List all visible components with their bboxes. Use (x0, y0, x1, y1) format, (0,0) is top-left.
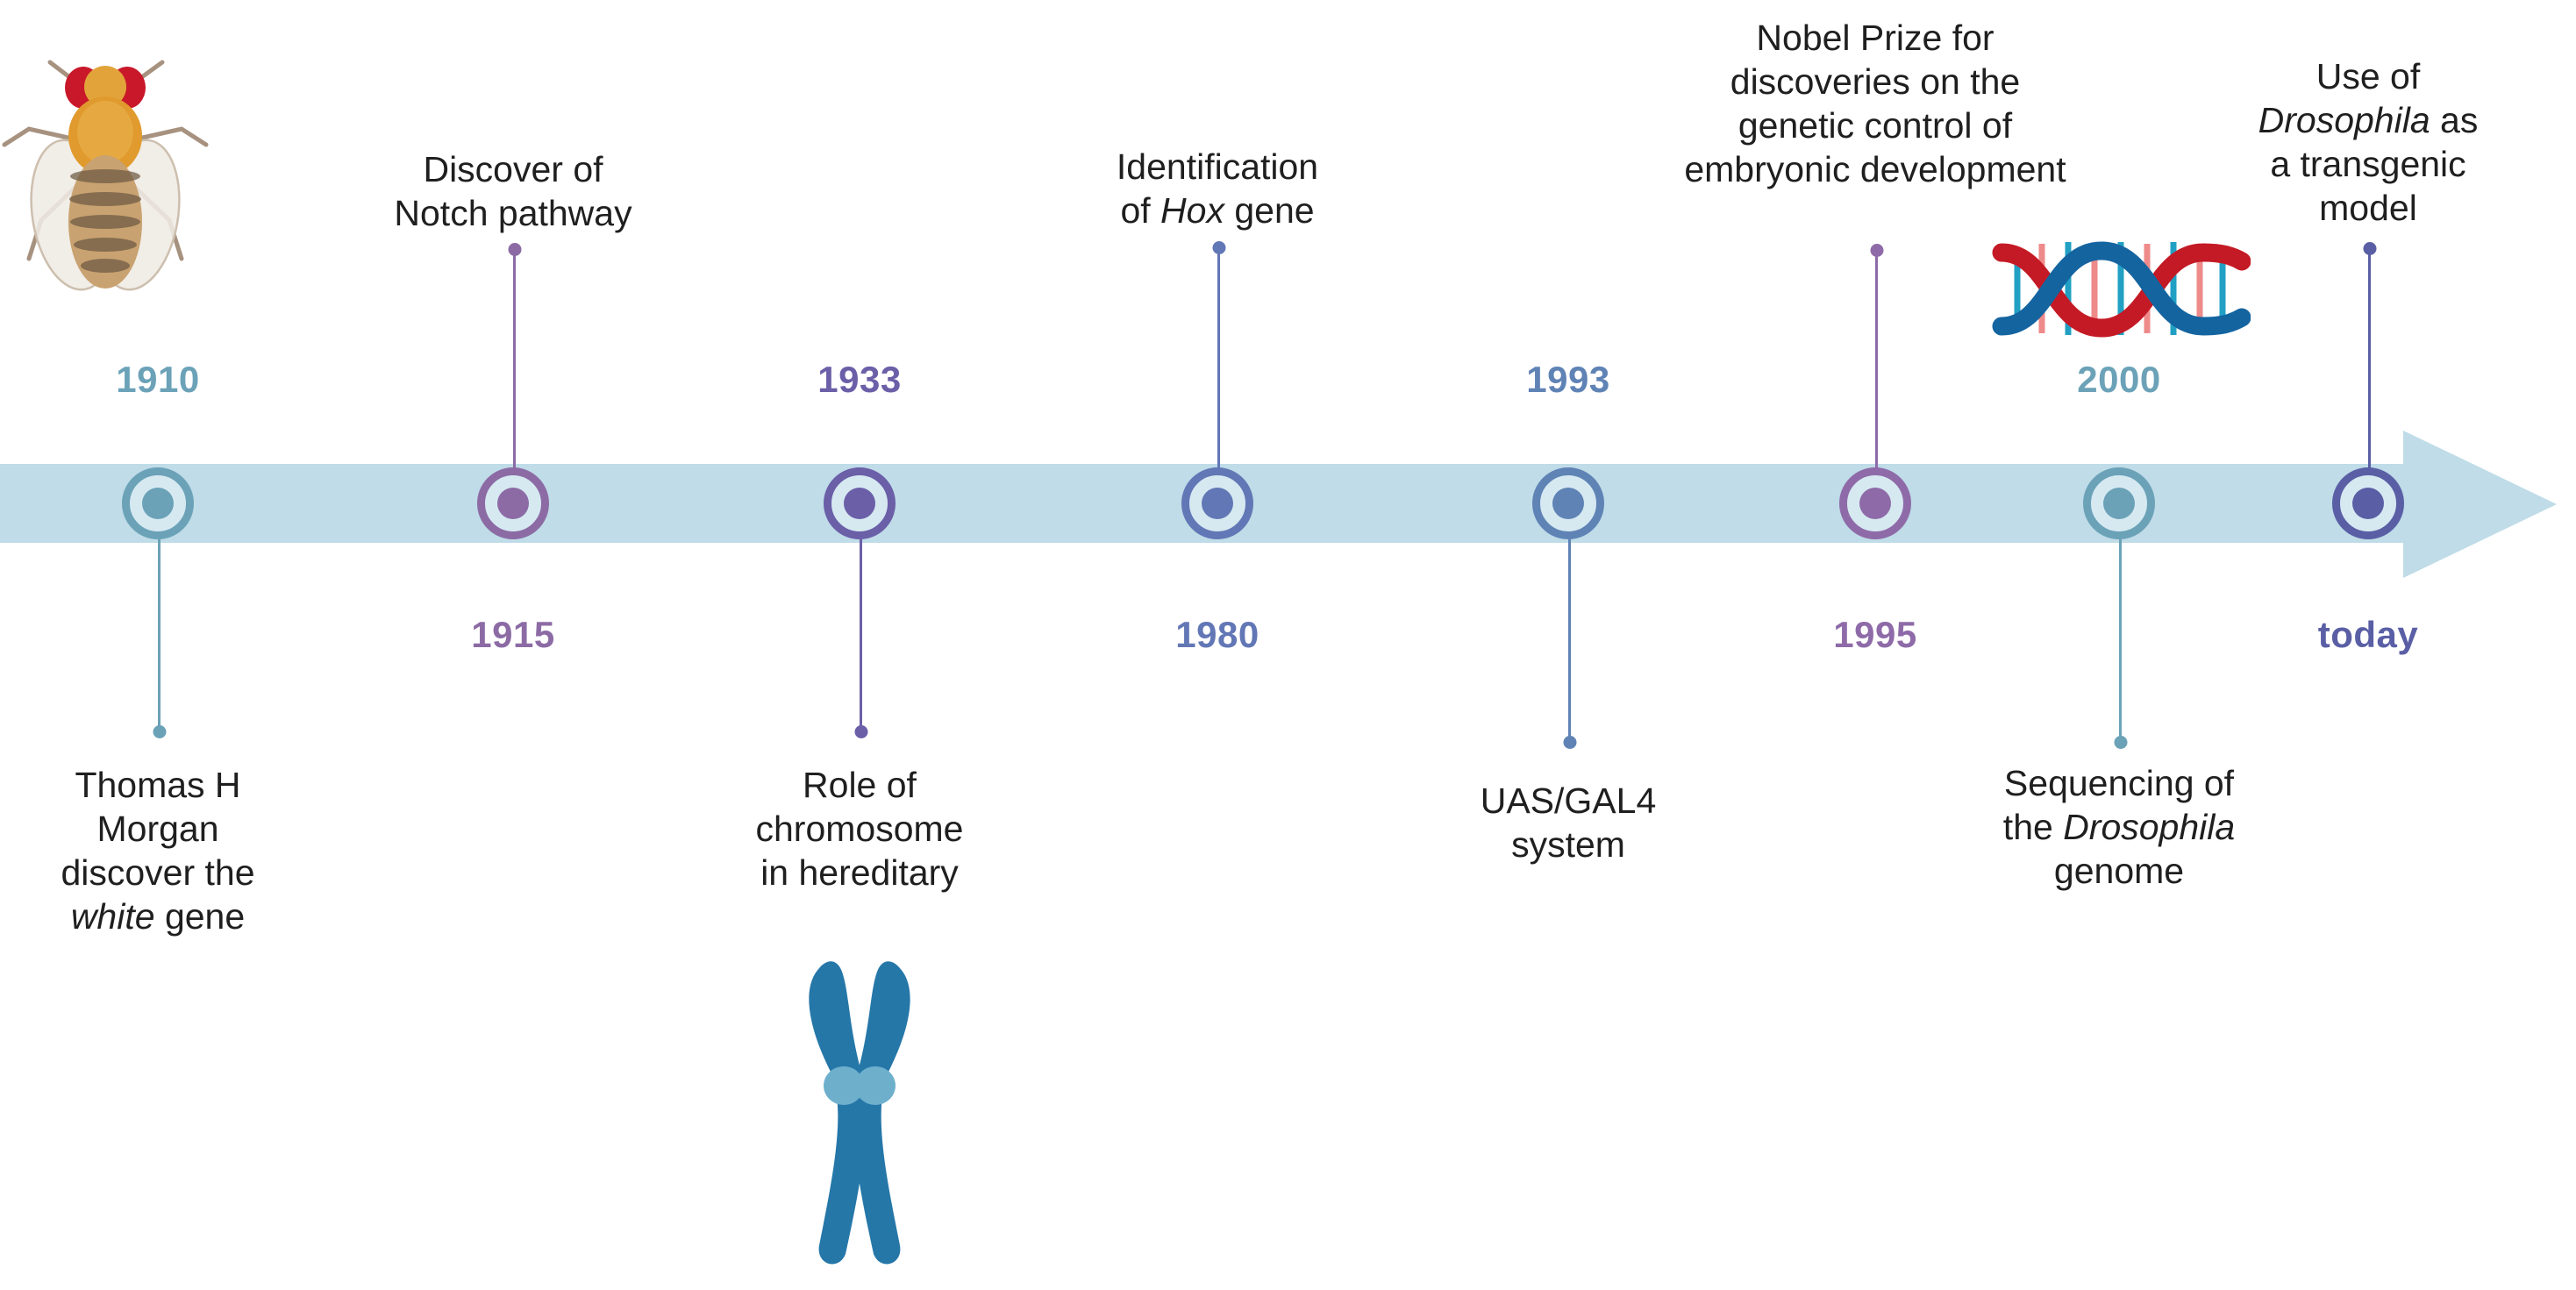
caption-line: Sequencing of (2003, 763, 2235, 803)
connector-knob (2363, 242, 2376, 255)
caption-line: Discover of (423, 149, 603, 189)
year-label-1910: 1910 (116, 359, 200, 400)
connector-knob (153, 725, 166, 738)
marker-dot (1859, 488, 1891, 519)
connector-stem-1993 (1563, 539, 1576, 749)
year-label-1993: 1993 (1526, 359, 1610, 400)
event-caption-1915: Discover of Notch pathway (338, 147, 689, 235)
caption-line: in hereditary (760, 852, 959, 894)
connector-stem-2000 (2114, 539, 2127, 749)
year-label-1995: 1995 (1833, 614, 1917, 655)
event-caption-1933: Role of chromosome in hereditary (710, 763, 1009, 894)
timeline-arrowhead-icon (2403, 431, 2557, 578)
timeline-marker-2000[interactable] (2083, 467, 2155, 539)
marker-dot (1202, 488, 1233, 519)
connector-knob (1563, 736, 1576, 749)
caption-italic-term: Drosophila (2258, 100, 2430, 141)
event-caption-1995: Nobel Prize for discoveries on the genet… (1630, 16, 2121, 191)
caption-line: system (1511, 824, 1625, 866)
connector-knob (508, 243, 521, 256)
chromosome-icon (781, 956, 938, 1272)
caption-line: genome (2053, 851, 2185, 892)
year-label-1915: 1915 (471, 614, 555, 655)
dna-helix-icon (1987, 230, 2251, 348)
connector-knob (1870, 244, 1883, 257)
caption-line: chromosome (755, 809, 964, 850)
caption-line: Use of (2316, 56, 2421, 96)
connector-stem-1915 (508, 243, 521, 470)
marker-dot (844, 488, 875, 519)
connector-stem-1980 (1212, 241, 1225, 470)
caption-line: Role of (803, 765, 917, 805)
drosophila-fly-icon (0, 48, 215, 294)
connector-stem-today (2363, 242, 2376, 470)
connector-stem-1995 (1870, 244, 1883, 470)
event-caption-1993: UAS/GAL4 system (1410, 779, 1726, 866)
year-label-1980: 1980 (1175, 614, 1259, 655)
event-caption-1980: Identification of Hox gene (1033, 145, 1402, 232)
connector-stem-1910 (153, 539, 166, 738)
timeline-marker-1915[interactable] (477, 467, 549, 539)
caption-line: UAS/GAL4 (1480, 780, 1657, 821)
timeline-marker-1910[interactable] (122, 467, 194, 539)
caption-line: Nobel Prize for (1756, 18, 1994, 58)
marker-dot (497, 488, 529, 519)
marker-dot (1552, 488, 1584, 519)
event-caption-2000: Sequencing of the Drosophila genome (1944, 761, 2294, 893)
timeline-marker-today[interactable] (2332, 467, 2404, 539)
timeline-marker-1993[interactable] (1532, 467, 1604, 539)
year-label-today: today (2317, 614, 2419, 655)
timeline-marker-1995[interactable] (1839, 467, 1911, 539)
caption-line: Thomas H (75, 765, 241, 805)
caption-line: Morgan (96, 809, 219, 850)
caption-line: the Drosophila (2002, 807, 2236, 848)
connector-knob (854, 725, 867, 738)
timeline-marker-1980[interactable] (1181, 467, 1253, 539)
year-label-1933: 1933 (817, 359, 902, 400)
caption-line: model (2319, 188, 2417, 229)
caption-line: Identification (1116, 146, 1319, 187)
marker-dot (2352, 488, 2384, 519)
caption-line: embryonic development (1684, 149, 2066, 190)
caption-line: genetic control of (1738, 105, 2013, 146)
caption-line: Drosophila as (2258, 100, 2479, 141)
caption-italic-term: white (70, 896, 155, 937)
connector-knob (2114, 736, 2127, 749)
marker-dot (142, 488, 174, 519)
caption-line: of Hox gene (1120, 190, 1315, 232)
caption-line: white gene (70, 896, 246, 937)
event-caption-1910: Thomas H Morgan discover the white gene (18, 763, 298, 938)
caption-italic-term: Hox (1160, 190, 1224, 232)
year-label-2000: 2000 (2077, 359, 2161, 400)
connector-knob (1212, 241, 1225, 254)
marker-dot (2103, 488, 2135, 519)
caption-line: discover the (61, 852, 255, 894)
event-caption-today: Use of Drosophila as a transgenic model (2201, 54, 2535, 230)
connector-stem-1933 (854, 539, 867, 738)
caption-line: a transgenic (2270, 144, 2466, 185)
caption-line: Notch pathway (394, 193, 632, 234)
caption-italic-term: Drosophila (2063, 807, 2236, 848)
timeline-marker-1933[interactable] (824, 467, 896, 539)
caption-line: discoveries on the (1730, 61, 2021, 103)
